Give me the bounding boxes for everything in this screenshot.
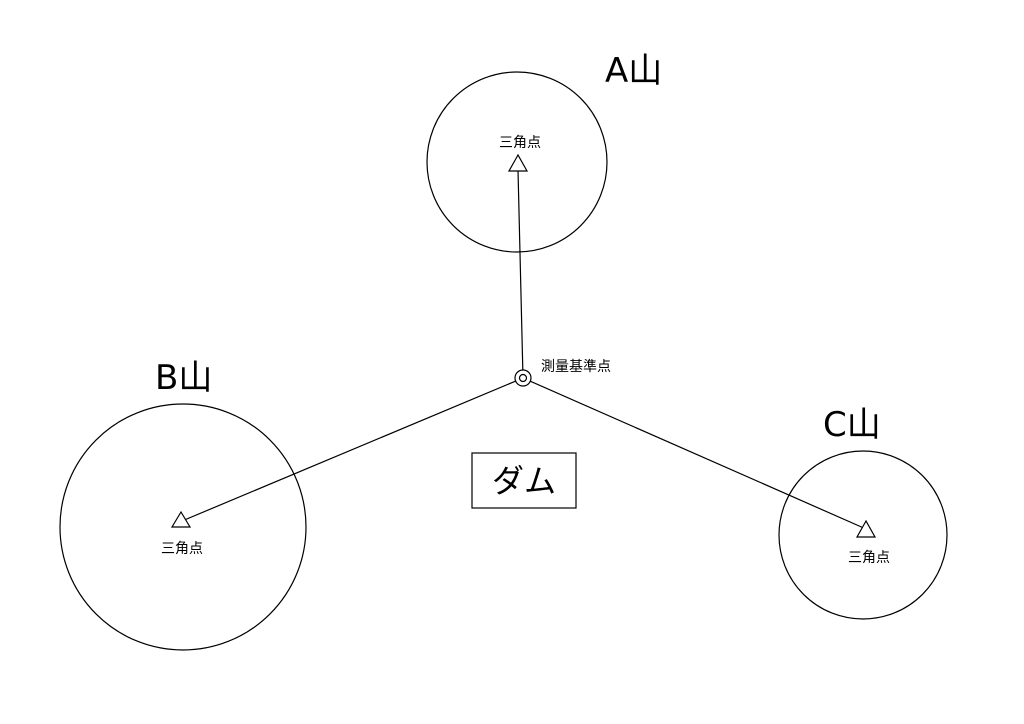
mountain-c-circle: [778, 450, 948, 620]
mountain-b-name: B山: [155, 358, 212, 398]
mountain-a-circle: [426, 71, 608, 253]
mountain-c-name: C山: [823, 405, 881, 445]
reference-point-label: 測量基準点: [541, 358, 611, 375]
mountain-c-point-label: 三角点: [848, 550, 890, 566]
line-reference-to-c: [522, 377, 867, 530]
mountain-a: 三角点 A山: [426, 51, 662, 253]
mountain-b: 三角点 B山: [59, 358, 307, 651]
mountain-b-point-label: 三角点: [161, 541, 203, 557]
mountain-a-point-label: 三角点: [499, 135, 541, 151]
reference-point-inner-icon: [518, 373, 528, 383]
line-reference-to-b: [181, 377, 524, 522]
reference-point-outer-icon: [514, 369, 532, 387]
line-reference-to-a: [517, 169, 524, 379]
mountain-c-triangulation-point-icon: [855, 519, 877, 538]
mountain-b-triangulation-point-icon: [170, 510, 192, 528]
mountain-a-triangulation-point-icon: [507, 153, 529, 172]
dam: ダム: [471, 452, 577, 509]
mountain-c: 三角点 C山: [778, 405, 948, 620]
dam-box: [471, 452, 577, 509]
reference-point: 測量基準点: [514, 358, 611, 387]
dam-label: ダム: [492, 462, 556, 500]
mountain-b-circle: [59, 403, 307, 651]
mountain-a-name: A山: [605, 51, 662, 91]
